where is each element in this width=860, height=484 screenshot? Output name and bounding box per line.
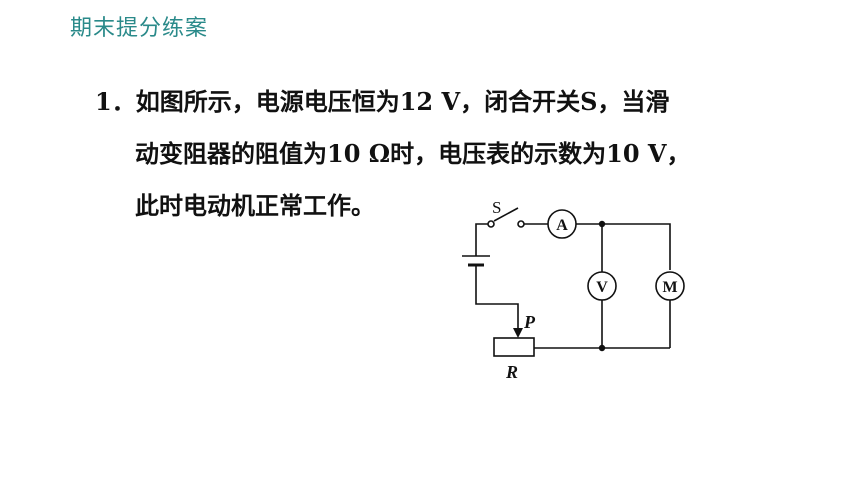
section-header: 期末提分练案 <box>70 16 209 41</box>
voltmeter-label: V <box>596 279 608 296</box>
circuit-diagram: S A V M P R <box>462 198 685 382</box>
problem-statement: 1．如图所示，电源电压恒为12 V，闭合开关S，当滑 动变阻器的阻值为10 Ω时… <box>95 76 795 232</box>
switch-blade <box>493 207 519 222</box>
problem-line-3: 此时电动机正常工作。 <box>135 191 375 220</box>
problem-text-1: 如图所示，电源电压恒为12 V，闭合开关S，当滑 <box>135 87 670 116</box>
problem-number: 1． <box>95 87 136 116</box>
slider-arrow-head <box>513 328 523 338</box>
problem-line-1: 1．如图所示，电源电压恒为12 V，闭合开关S，当滑 <box>95 76 795 128</box>
junction-dot-top <box>598 220 606 228</box>
resistor-symbol <box>493 337 535 357</box>
wire-battery-slider <box>475 265 519 330</box>
switch-contact-right <box>517 220 525 228</box>
resistor-label: R <box>505 362 518 382</box>
switch-contact-left <box>487 220 495 228</box>
problem-line-2: 动变阻器的阻值为10 Ω时，电压表的示数为10 V， <box>135 139 691 168</box>
slider-label: P <box>523 312 536 332</box>
motor-label: M <box>662 279 677 296</box>
wire-top-right <box>576 223 671 270</box>
ammeter-label: A <box>556 217 568 234</box>
wire-battery-switch <box>475 223 488 256</box>
junction-dot-bottom <box>598 344 606 352</box>
switch-label: S <box>492 198 501 217</box>
